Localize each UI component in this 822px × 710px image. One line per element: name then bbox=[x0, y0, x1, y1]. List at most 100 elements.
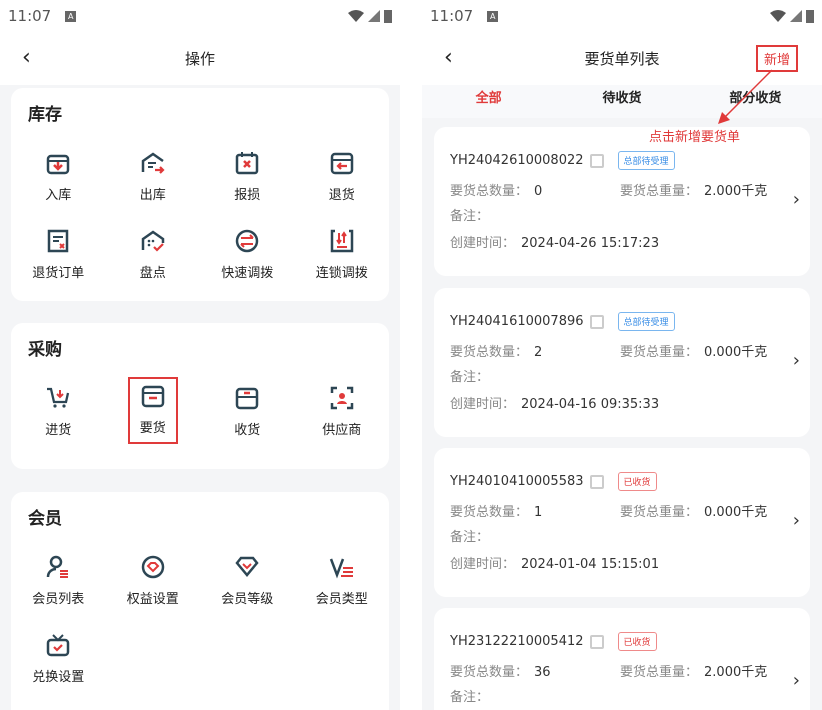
battery-icon bbox=[384, 10, 392, 23]
menu-icon bbox=[330, 152, 353, 175]
qty-label: 要货总数量： bbox=[450, 665, 529, 680]
menu-item[interactable]: 会员类型 bbox=[295, 548, 390, 607]
status-time: 11:07 bbox=[8, 7, 52, 25]
status-icons bbox=[348, 9, 392, 23]
menu-item[interactable]: 要货 bbox=[106, 377, 201, 444]
copy-icon[interactable] bbox=[589, 314, 604, 329]
qty-label: 要货总数量： bbox=[450, 505, 529, 520]
note-label: 备注： bbox=[450, 530, 490, 545]
qty-label: 要货总数量： bbox=[450, 184, 529, 199]
menu-item[interactable]: 报损 bbox=[200, 144, 295, 203]
menu-item[interactable]: 会员等级 bbox=[200, 548, 295, 607]
menu-icon bbox=[235, 556, 259, 577]
copy-icon[interactable] bbox=[589, 634, 604, 649]
weight-label: 要货总重量： bbox=[620, 665, 699, 680]
page-title: 操作 bbox=[184, 50, 215, 68]
weight-label: 要货总重量： bbox=[620, 345, 699, 360]
weight-value: 2.000千克 bbox=[704, 184, 768, 199]
order-id: YH23122210005412 bbox=[450, 634, 584, 649]
status-badge: 已收货 bbox=[617, 632, 657, 651]
qty-label: 要货总数量： bbox=[450, 345, 529, 360]
qty-value: 36 bbox=[534, 665, 551, 680]
menu-item[interactable]: 会员列表 bbox=[11, 548, 106, 607]
menu-icon bbox=[329, 558, 353, 579]
status-icons bbox=[770, 9, 814, 23]
created-value: 2024-04-16 09:35:33 bbox=[521, 397, 660, 412]
menu-item-label: 兑换设置 bbox=[32, 670, 85, 685]
menu-item[interactable]: 权益设置 bbox=[106, 548, 201, 607]
order-card[interactable]: YH24042610008022 总部待受理 要货总数量： 0 要货总重量： 2.00… bbox=[434, 127, 810, 276]
menu-item-label: 供应商 bbox=[322, 423, 362, 438]
menu-item[interactable]: 供应商 bbox=[295, 379, 390, 438]
order-id: YH24042610008022 bbox=[450, 153, 584, 168]
qty-value: 0 bbox=[534, 184, 543, 199]
weight-value: 0.000千克 bbox=[704, 345, 768, 360]
status-time: 11:07 bbox=[430, 7, 474, 25]
created-label: 创建时间： bbox=[450, 236, 516, 251]
menu-item[interactable]: 退货 bbox=[295, 144, 390, 203]
header: ‹ 要货单列表 新增 bbox=[422, 32, 822, 85]
weight-value: 0.000千克 bbox=[704, 505, 768, 520]
section-member: 会员会员列表权益设置会员等级会员类型兑换设置 bbox=[11, 492, 389, 710]
back-button[interactable]: ‹ bbox=[22, 45, 31, 70]
created-label: 创建时间： bbox=[450, 397, 516, 412]
menu-item-label: 会员列表 bbox=[32, 592, 85, 607]
copy-icon[interactable] bbox=[589, 153, 604, 168]
new-order-button[interactable]: 新增 bbox=[755, 45, 798, 72]
menu-icon bbox=[141, 555, 164, 579]
wifi-icon bbox=[348, 10, 364, 22]
menu-item[interactable]: 盘点 bbox=[106, 222, 201, 281]
notification-icon: A bbox=[65, 10, 77, 22]
menu-icon bbox=[46, 154, 70, 175]
menu-item[interactable]: 兑换设置 bbox=[11, 626, 106, 685]
annotation-text: 点击新增要货单 bbox=[649, 130, 741, 145]
header: ‹ 操作 bbox=[0, 32, 400, 85]
menu-item[interactable]: 退货订单 bbox=[11, 222, 106, 281]
wifi-icon bbox=[770, 10, 786, 22]
menu-icon bbox=[46, 634, 70, 657]
menu-item-label: 进货 bbox=[45, 423, 72, 438]
menu-icon bbox=[330, 229, 353, 253]
status-bar: 11:07 A bbox=[0, 0, 400, 32]
section-inventory: 库存入库出库报损退货退货订单盘点快速调拨连锁调拨 bbox=[11, 88, 389, 301]
back-button[interactable]: ‹ bbox=[444, 45, 453, 70]
created-label: 创建时间： bbox=[450, 557, 516, 572]
menu-item[interactable]: 入库 bbox=[11, 144, 106, 203]
tab-all[interactable]: 全部 bbox=[475, 91, 502, 106]
menu-icon bbox=[141, 152, 165, 174]
chevron-right-icon: › bbox=[792, 670, 800, 691]
menu-item-label: 退货订单 bbox=[32, 266, 85, 281]
qty-value: 2 bbox=[534, 345, 543, 360]
menu-item[interactable]: 进货 bbox=[11, 379, 106, 438]
menu-item[interactable]: 收货 bbox=[200, 379, 295, 438]
menu-item-label: 盘点 bbox=[139, 266, 166, 281]
qty-value: 1 bbox=[534, 505, 543, 520]
menu-item[interactable]: 连锁调拨 bbox=[295, 222, 390, 281]
status-bar: 11:07 A bbox=[422, 0, 822, 32]
weight-value: 2.000千克 bbox=[704, 665, 768, 680]
note-label: 备注： bbox=[450, 370, 490, 385]
menu-icon bbox=[47, 229, 69, 253]
menu-icon bbox=[141, 385, 164, 408]
order-id: YH24010410005583 bbox=[450, 474, 584, 489]
copy-icon[interactable] bbox=[589, 474, 604, 489]
notification-icon: A bbox=[487, 10, 499, 22]
tab-pending[interactable]: 待收货 bbox=[602, 91, 642, 106]
menu-item-label: 要货 bbox=[139, 421, 166, 436]
weight-label: 要货总重量： bbox=[620, 184, 699, 199]
annotation-arrow-icon bbox=[718, 69, 773, 124]
order-list-screen: 11:07 A ‹ 要货单列表 新增 全部 待收货 部分收货 点击新增要货单 Y… bbox=[422, 0, 822, 710]
menu-item-label: 入库 bbox=[45, 188, 72, 203]
menu-item-label: 收货 bbox=[234, 423, 261, 438]
status-badge: 总部待受理 bbox=[617, 151, 675, 170]
battery-icon bbox=[806, 10, 814, 23]
created-value: 2024-04-26 15:17:23 bbox=[521, 236, 660, 251]
menu-item[interactable]: 出库 bbox=[106, 144, 201, 203]
menu-item[interactable]: 快速调拨 bbox=[200, 222, 295, 281]
menu-item-label: 会员类型 bbox=[315, 592, 368, 607]
tab-partial[interactable]: 部分收货 bbox=[729, 91, 782, 106]
order-card[interactable]: YH23122210005412 已收货 要货总数量： 36 要货总重量： 2.000… bbox=[434, 608, 810, 710]
menu-icon bbox=[141, 230, 164, 252]
